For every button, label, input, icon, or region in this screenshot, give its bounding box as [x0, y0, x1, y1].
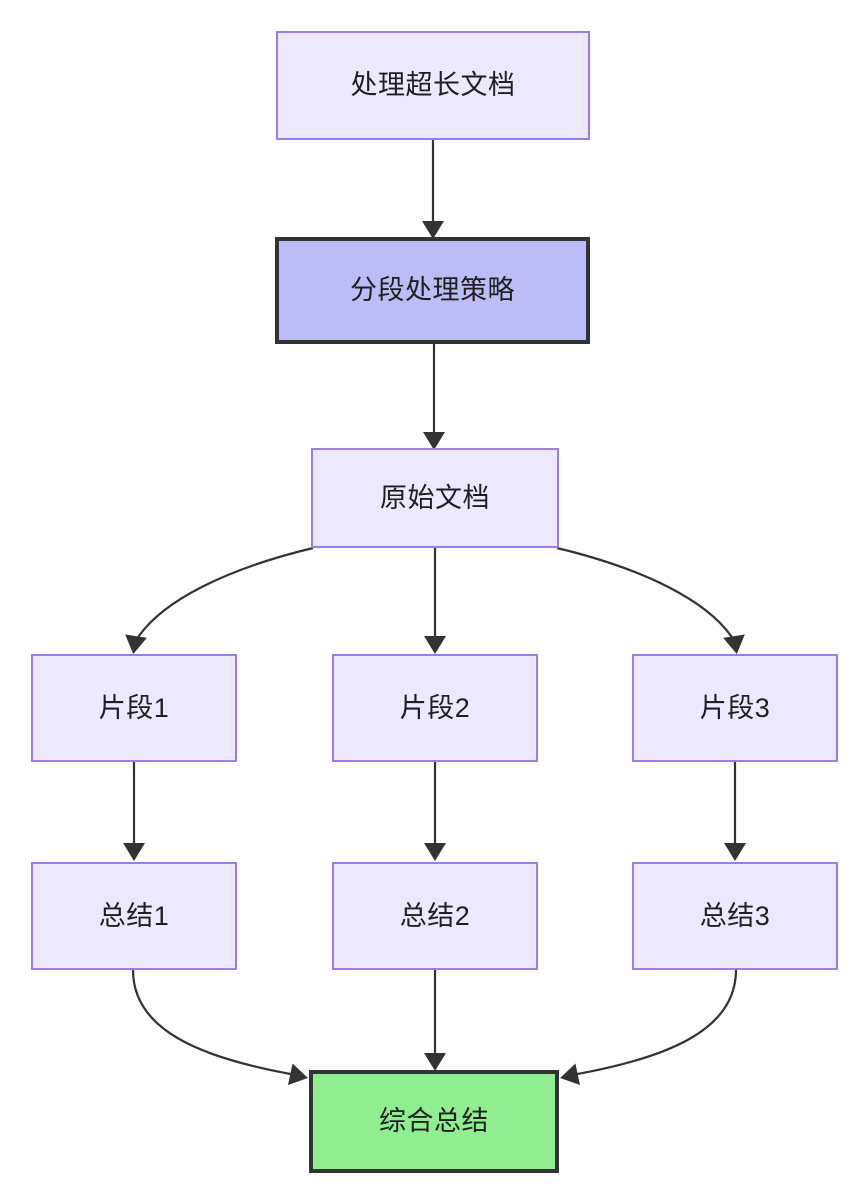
- arrow-head-group: [560, 1063, 581, 1086]
- arrow-head-icon: [287, 1063, 308, 1086]
- flow-node-n4[interactable]: 片段1: [31, 654, 237, 762]
- flow-node-n10[interactable]: 综合总结: [309, 1070, 559, 1173]
- arrow-head-group: [723, 634, 745, 654]
- arrow-head-group: [123, 843, 145, 861]
- flow-node-label: 总结2: [399, 900, 471, 931]
- arrow-head-icon: [723, 634, 745, 654]
- flow-node-label: 原始文档: [380, 482, 490, 513]
- flow-node-n2[interactable]: 分段处理策略: [275, 237, 590, 344]
- arrow-head-group: [424, 636, 446, 654]
- flow-node-label: 片段2: [399, 692, 471, 723]
- flow-node-label: 总结1: [98, 900, 170, 931]
- flow-node-n9[interactable]: 总结3: [632, 862, 838, 970]
- flow-node-label: 分段处理策略: [350, 275, 515, 306]
- flow-node-n7[interactable]: 总结1: [31, 862, 237, 970]
- flow-node-label: 片段3: [699, 692, 771, 723]
- arrow-head-icon: [424, 1053, 446, 1071]
- flow-node-n3[interactable]: 原始文档: [311, 448, 559, 548]
- flow-edge-n7-to-n10: [131, 969, 297, 1077]
- flow-node-label: 处理超长文档: [350, 70, 516, 101]
- arrow-head-group: [287, 1063, 308, 1086]
- arrow-head-icon: [125, 634, 147, 654]
- flow-node-label: 总结3: [699, 900, 771, 931]
- flow-node-n5[interactable]: 片段2: [332, 654, 538, 762]
- arrow-head-group: [424, 1053, 446, 1071]
- arrow-head-icon: [560, 1063, 581, 1086]
- arrow-head-icon: [424, 843, 446, 861]
- arrow-head-icon: [123, 843, 145, 861]
- arrow-head-icon: [424, 636, 446, 654]
- arrow-head-group: [125, 634, 147, 654]
- flow-edge-n9-to-n10: [571, 969, 738, 1077]
- arrow-head-group: [424, 843, 446, 861]
- flow-node-label: 综合总结: [379, 1106, 489, 1137]
- flow-node-n8[interactable]: 总结2: [332, 862, 538, 970]
- flow-node-label: 片段1: [98, 692, 170, 723]
- arrow-head-group: [724, 843, 746, 861]
- flow-edge-n3-to-n6: [556, 546, 736, 643]
- arrow-head-icon: [724, 843, 746, 861]
- flow-node-n6[interactable]: 片段3: [632, 654, 838, 762]
- flow-edge-n3-to-n4: [134, 546, 314, 643]
- flow-node-n1[interactable]: 处理超长文档: [276, 31, 590, 140]
